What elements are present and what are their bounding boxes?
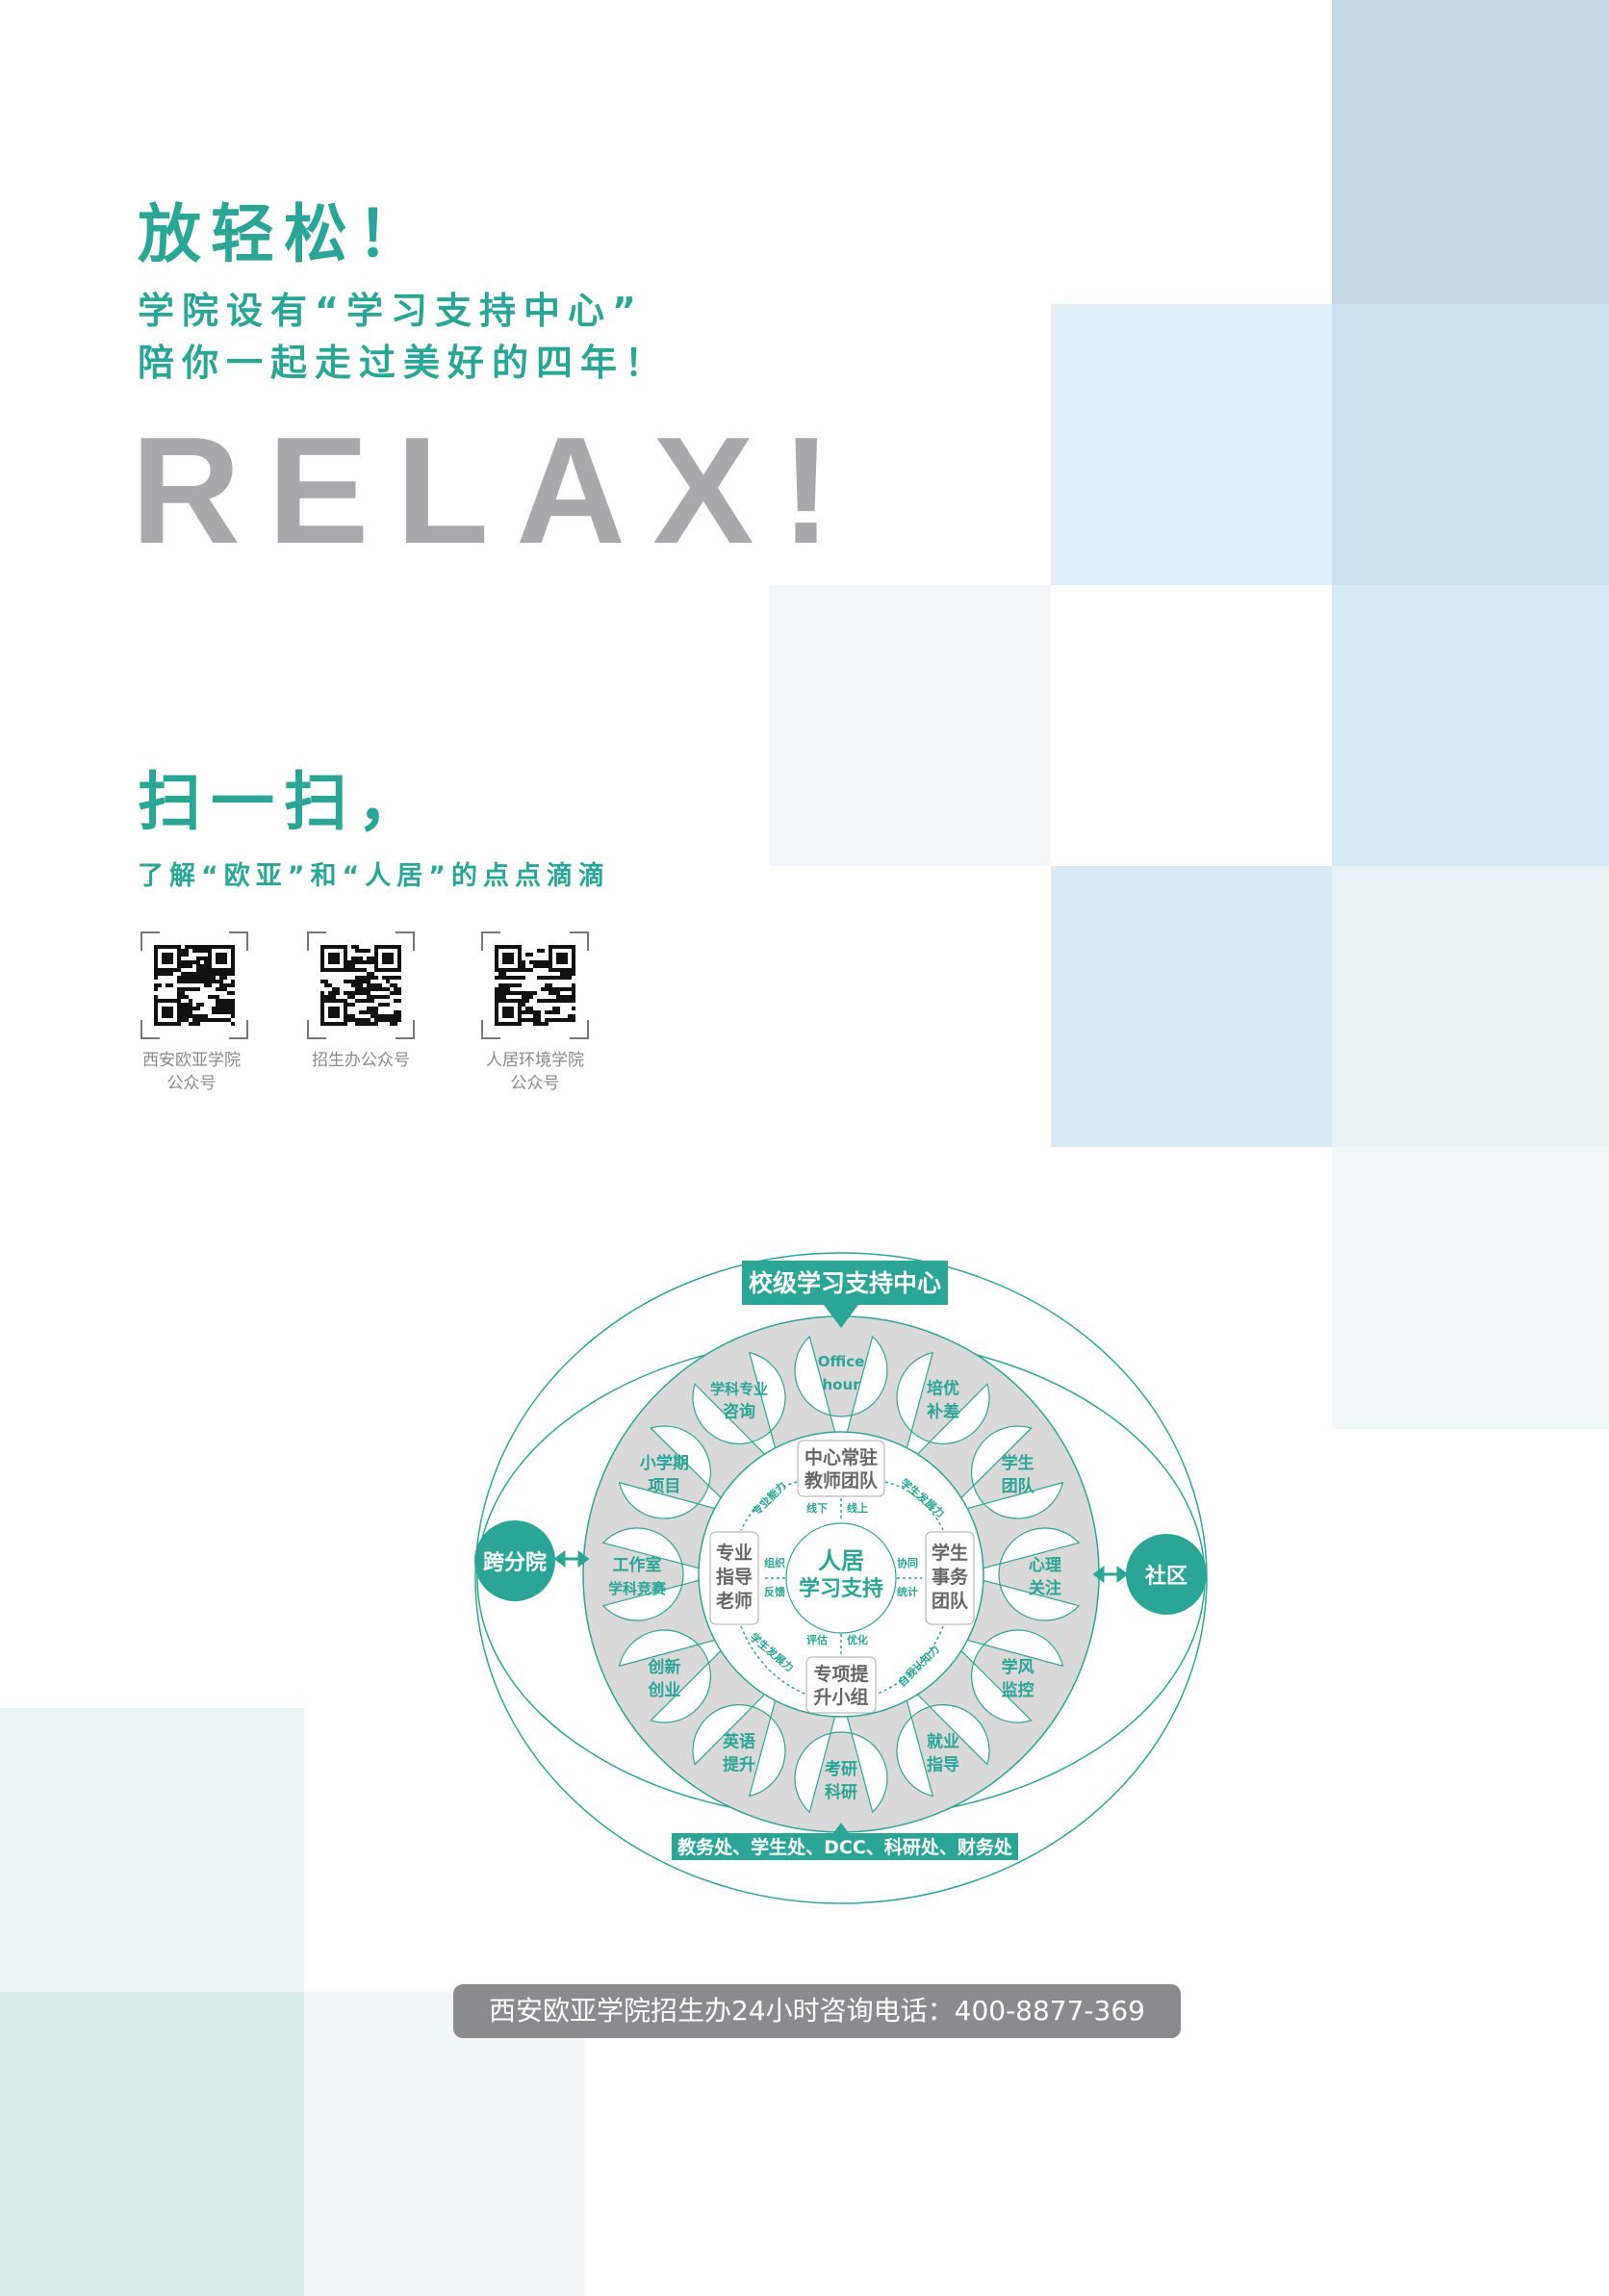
deco-square	[1332, 1147, 1609, 1429]
qr-label-2: 招生办公众号	[312, 1051, 410, 1070]
deco-square	[0, 1992, 304, 2296]
svg-text:团队: 团队	[932, 1590, 969, 1612]
svg-text:监控: 监控	[1002, 1680, 1034, 1700]
relax-heading: RELAX!	[131, 406, 859, 575]
left-node-label: 跨分院	[483, 1550, 547, 1575]
arrow-up-icon	[833, 1823, 849, 1833]
svg-text:关注: 关注	[1029, 1578, 1061, 1598]
svg-text:咨询: 咨询	[723, 1401, 755, 1421]
qr-code	[140, 931, 248, 1039]
right-node	[1126, 1534, 1207, 1615]
deco-square	[1332, 585, 1609, 866]
svg-text:培优: 培优	[927, 1378, 959, 1398]
svg-text:升小组: 升小组	[813, 1686, 868, 1708]
qr-code	[307, 931, 415, 1039]
svg-text:事务: 事务	[932, 1566, 969, 1588]
bottom-label: 教务处、学生处、DCC、科研处、财务处	[677, 1836, 1013, 1858]
inner-box-teachers: 中心常驻 教师团队	[797, 1440, 885, 1497]
svg-text:提升: 提升	[723, 1756, 755, 1775]
svg-text:创业: 创业	[647, 1680, 680, 1700]
svg-text:学科竞赛: 学科竞赛	[608, 1580, 667, 1597]
svg-text:补差: 补差	[926, 1401, 959, 1421]
phone-banner: 西安欧亚学院招生办24小时咨询电话：400-8877-369	[453, 1984, 1181, 2038]
headline-title: 放轻松！	[138, 197, 430, 271]
svg-text:英语: 英语	[723, 1732, 755, 1752]
link-label: 优化	[847, 1633, 868, 1646]
deco-square	[304, 1992, 585, 2296]
svg-text:科研: 科研	[825, 1782, 857, 1802]
svg-text:专业: 专业	[716, 1542, 753, 1564]
svg-text:学生: 学生	[1002, 1453, 1034, 1473]
svg-text:团队: 团队	[1002, 1476, 1035, 1496]
headline-line2: 陪你一起走过美好的四年！	[138, 342, 670, 384]
svg-text:指导: 指导	[716, 1567, 753, 1588]
right-node-label: 社区	[1145, 1564, 1188, 1589]
svg-text:老师: 老师	[716, 1590, 753, 1612]
double-arrow-icon	[553, 1550, 1129, 1583]
qr-label-3: 人居环境学院公众号	[486, 1051, 584, 1093]
deco-square	[1051, 304, 1332, 585]
deco-square	[1051, 866, 1332, 1147]
link-label: 反馈	[764, 1585, 785, 1598]
svg-text:专项提: 专项提	[813, 1663, 869, 1685]
svg-text:教师团队: 教师团队	[804, 1469, 879, 1492]
svg-text:项目: 项目	[648, 1477, 680, 1496]
deco-square	[1332, 304, 1609, 585]
link-label: 线下	[806, 1501, 828, 1515]
top-label-box	[742, 1261, 948, 1305]
inner-box-student-affairs: 学生 事务 团队	[925, 1531, 975, 1625]
svg-text:学科专业: 学科专业	[710, 1380, 768, 1397]
svg-text:学生: 学生	[932, 1542, 968, 1564]
inner-box-advisors: 专业 指导 老师	[709, 1531, 759, 1625]
inner-box-project-group: 专项提 升小组	[805, 1656, 877, 1714]
deco-square	[0, 1708, 304, 1992]
svg-text:学风: 学风	[1002, 1657, 1034, 1677]
center-label-1: 人居	[818, 1547, 864, 1574]
link-label: 协同	[897, 1556, 918, 1569]
svg-text:心理: 心理	[1029, 1556, 1061, 1575]
qr-label-1: 西安欧亚学院公众号	[142, 1051, 241, 1093]
svg-text:指导: 指导	[927, 1755, 959, 1775]
svg-text:中心常驻: 中心常驻	[804, 1446, 878, 1468]
headline-line1: 学院设有“学习支持中心”	[138, 290, 644, 332]
scan-title: 扫一扫，	[138, 765, 430, 839]
link-label: 线上	[847, 1501, 868, 1515]
svg-text:就业: 就业	[927, 1732, 959, 1752]
deco-square	[1332, 866, 1609, 1147]
bottom-label-box	[672, 1833, 1018, 1860]
svg-text:小学期: 小学期	[640, 1453, 689, 1473]
top-label: 校级学习支持中心	[749, 1269, 941, 1297]
svg-text:Office: Office	[818, 1353, 865, 1370]
svg-text:考研: 考研	[824, 1759, 857, 1779]
svg-text:创新: 创新	[647, 1657, 680, 1677]
deco-square	[770, 585, 1051, 866]
link-label: 统计	[897, 1585, 918, 1598]
svg-text:hour: hour	[822, 1376, 860, 1393]
arrow-down-icon	[824, 1305, 858, 1328]
link-label: 组织	[764, 1556, 785, 1569]
svg-text:工作室: 工作室	[613, 1555, 662, 1575]
deco-square	[1332, 0, 1609, 304]
scan-subtitle: 了解“欧亚”和“人居”的点点滴滴	[138, 861, 610, 891]
link-label: 评估	[806, 1633, 828, 1646]
qr-code	[481, 931, 589, 1039]
left-node	[474, 1520, 555, 1601]
center-label-2: 学习支持	[799, 1576, 883, 1601]
